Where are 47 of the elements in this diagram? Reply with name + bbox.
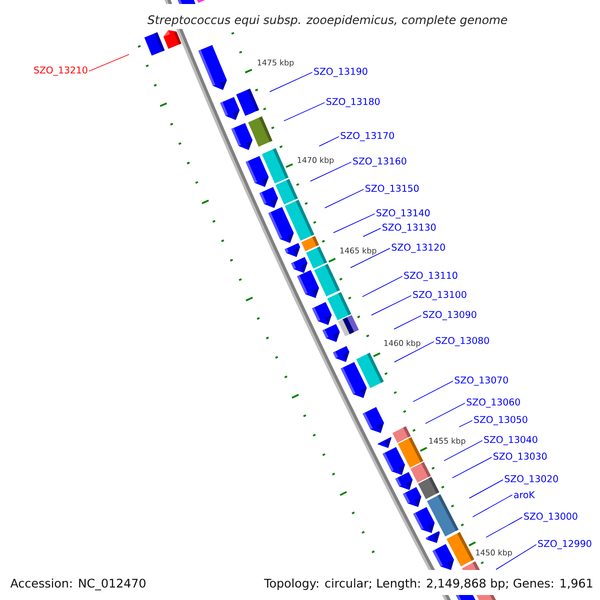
- gene-label: SZO_13190: [314, 68, 368, 77]
- gene-label: SZO_13110: [404, 272, 458, 281]
- title: Streptococcus equi subsp. zooepidemicus, complete genome: [147, 15, 508, 26]
- leader-line: [394, 315, 422, 330]
- footer-text: Topology: circular; Length: 2,149,868 bp; Genes: 1,961: [264, 578, 592, 590]
- leader-line: [452, 456, 492, 478]
- gene-label: SZO_13050: [474, 416, 528, 426]
- gene-label: SZO_13210: [34, 66, 88, 76]
- leader-line: [412, 380, 454, 402]
- gene-label: SZO_13080: [436, 336, 489, 346]
- gene-label: SZO_13090: [423, 310, 476, 320]
- gene-label: SZO_13100: [413, 290, 466, 300]
- gene-label: SZO_13070: [454, 376, 508, 386]
- leader-line: [371, 295, 412, 316]
- leader-line: [324, 188, 364, 208]
- leader-line: [425, 402, 466, 424]
- leader-line: [88, 54, 130, 72]
- leader-line: [394, 341, 434, 362]
- leader-line: [350, 248, 390, 268]
- leader-line: [468, 479, 504, 499]
- leader-line: [310, 162, 352, 182]
- leader-line: [318, 136, 340, 146]
- gene-label: SZO_13030: [494, 452, 547, 462]
- leader-line: [284, 102, 326, 122]
- gene-label: aroK: [514, 491, 536, 498]
- leader-line: [444, 440, 483, 462]
- leader-line: [269, 72, 313, 92]
- leader-line: [472, 494, 513, 518]
- gene-label: SZO_12990: [538, 540, 592, 550]
- gene-label: SZO_13170: [340, 132, 394, 142]
- leader-line: [333, 213, 376, 234]
- leader-line: [362, 276, 403, 298]
- leader-line: [496, 544, 537, 570]
- gene-label: SZO_13020: [504, 475, 558, 484]
- leader-line: [362, 228, 382, 237]
- gene-label: SZO_13060: [466, 398, 520, 408]
- leader-line: [458, 420, 473, 428]
- gene-label: SZO_13040: [484, 436, 538, 446]
- gene-label: SZO_13130: [382, 224, 436, 233]
- gene-label: SZO_13160: [353, 157, 406, 167]
- leader-line: [486, 516, 523, 538]
- gene-label: SZO_13150: [366, 184, 419, 194]
- gene-label: SZO_13180: [326, 98, 380, 108]
- gene-label: SZO_13120: [392, 244, 445, 253]
- gene-label: SZO_13000: [524, 512, 578, 522]
- footer-text: Accession: NC_012470: [10, 578, 146, 590]
- gene-label: SZO_13140: [376, 209, 430, 218]
